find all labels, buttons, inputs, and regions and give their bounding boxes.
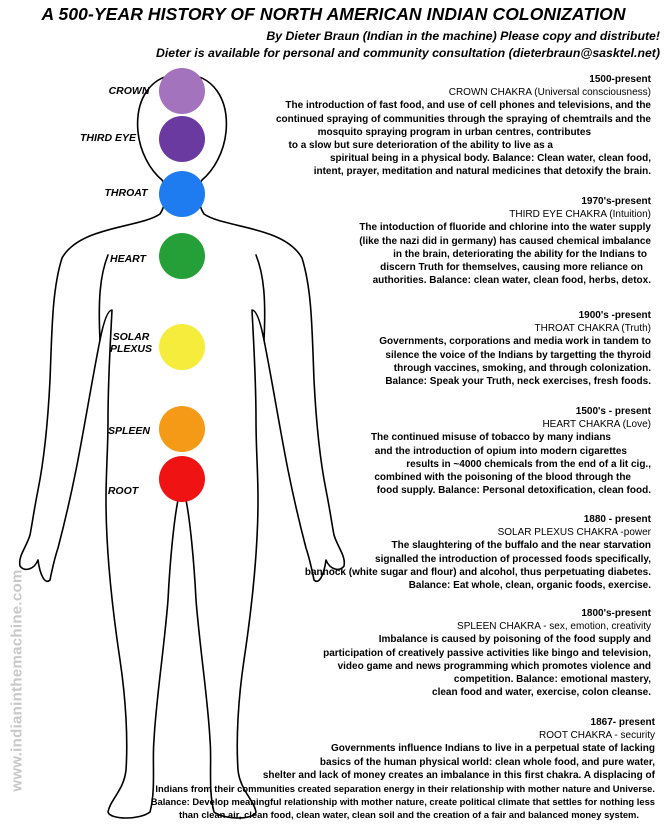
section-heading: SPLEEN CHAKRA - sex, emotion, creativity [457,621,651,633]
section-text: competition. Balance: emotional mastery, [453,674,651,686]
website-watermark: www.indianinthemachine.com [8,569,26,792]
section-text: Indians from their communities created s… [155,783,655,795]
section-text: participation of creatively passive acti… [323,647,651,659]
section-text: bannock (white sugar and flour) and alco… [304,566,651,578]
root-label: ROOT [107,485,139,497]
section-text: Balance: Eat whole, clean, organic foods… [408,580,651,592]
section-text: in the brain, deteriorating the ability … [393,248,647,260]
section-date: 1970's-present [581,196,651,207]
root-chakra-section: 1867- present ROOT CHAKRA - security Gov… [151,716,655,822]
crown-chakra-dot [159,68,205,114]
section-text: basics of the human physical world: clea… [319,756,655,768]
solar-plexus-label: SOLAR PLEXUS [108,331,154,355]
section-text: to a slow but sure deterioration of the … [288,140,554,152]
section-heading: SOLAR PLEXUS CHAKRA -power [497,527,651,539]
solar-label-line1: SOLAR [112,331,150,343]
third-eye-chakra-section: 1970's-present THIRD EYE CHAKRA (Intuiti… [359,195,651,287]
crown-label: CROWN [108,85,150,97]
section-text: shelter and lack of money creates an imb… [262,769,655,781]
section-heading: THROAT CHAKRA (Truth) [534,323,652,335]
crown-chakra-section: 1500-present CROWN CHAKRA (Universal con… [276,73,651,179]
section-text: results in ~4000 chemicals from the end … [406,458,651,470]
section-text: spiritual being in a physical body. Bala… [329,153,651,165]
section-text: Balance: Speak your Truth, neck exercise… [385,376,651,388]
root-chakra-dot [159,456,205,502]
section-text: video game and news programming which pr… [337,660,651,672]
section-text: discern Truth for themselves, causing mo… [380,262,643,274]
solar-plexus-chakra-section: 1880 - present SOLAR PLEXUS CHAKRA -powe… [305,513,651,592]
section-text: clean food and water, exercise, colon cl… [432,687,651,699]
throat-chakra-dot [159,171,205,217]
section-text: silence the voice of the Indians by targ… [385,349,651,361]
section-text: The introduction of fast food, and use o… [285,100,651,112]
section-date: 1867- present [590,717,655,728]
section-date: 1500's - present [575,406,651,417]
third-eye-chakra-dot [159,116,205,162]
section-heading: HEART CHAKRA (Love) [542,419,651,431]
section-date: 1800's-present [581,608,651,619]
throat-label: THROAT [104,187,148,199]
heart-chakra-dot [159,233,205,279]
section-text: authorities. Balance: clean water, clean… [372,275,651,287]
section-text: through vaccines, smoking, and through c… [393,362,651,374]
section-text: (like the nazi did in germany) has cause… [359,235,651,247]
heart-label: HEART [110,253,146,265]
section-heading: THIRD EYE CHAKRA (Intuition) [509,209,651,221]
spleen-chakra-dot [159,406,205,452]
section-text: Governments, corporations and media work… [379,336,651,348]
throat-chakra-section: 1900's -present THROAT CHAKRA (Truth) Go… [379,309,651,388]
section-text: The continued misuse of tobacco by many … [370,432,611,444]
section-text: and the introduction of opium into moder… [374,445,627,457]
spleen-label: SPLEEN [107,425,150,437]
section-text: combined with the poisoning of the blood… [374,472,631,484]
section-text: Imbalance is caused by poisoning of the … [378,634,651,646]
page-title: A 500-YEAR HISTORY OF NORTH AMERICAN IND… [41,4,626,24]
section-text: than clean air, clean food, clean water,… [178,809,639,821]
section-date: 1500-present [589,74,651,85]
section-text: food supply. Balance: Personal detoxific… [376,485,651,497]
spleen-chakra-section: 1800's-present SPLEEN CHAKRA - sex, emot… [323,607,651,699]
section-date: 1900's -present [578,310,651,321]
solar-label-line2: PLEXUS [109,343,152,355]
section-text: intent, prayer, meditation and natural m… [313,166,651,178]
solar-plexus-chakra-dot [159,324,205,370]
section-text: The slaughtering of the buffalo and the … [391,540,651,552]
section-text: signalled the introduction of processed … [375,553,651,565]
author-byline: By Dieter Braun (Indian in the machine) … [266,29,660,43]
section-text: mosquito spraying program in urban centr… [317,126,591,138]
heart-chakra-section: 1500's - present HEART CHAKRA (Love) The… [371,405,651,497]
section-heading: CROWN CHAKRA (Universal consciousness) [448,87,651,99]
section-heading: ROOT CHAKRA - security [539,730,655,742]
section-text: Balance: Develop meaningful relationship… [150,796,655,808]
section-text: Governments influence Indians to live in… [331,743,655,755]
section-date: 1880 - present [583,514,651,525]
section-text: The intoduction of fluoride and chlorine… [359,222,651,234]
third-eye-label: THIRD EYE [79,132,136,144]
contact-line: Dieter is available for personal and com… [156,46,660,60]
section-text: continued spraying of communities throug… [275,113,651,125]
